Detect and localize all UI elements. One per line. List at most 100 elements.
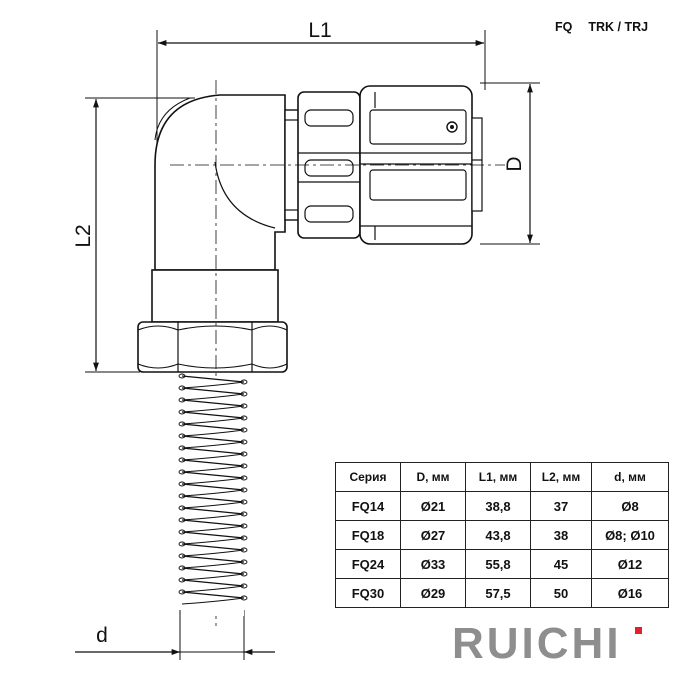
spring-coil-edge bbox=[240, 595, 248, 601]
spring-coil-edge bbox=[178, 469, 186, 475]
spring-coil-edge bbox=[178, 385, 186, 391]
spring-coil-back bbox=[181, 405, 245, 413]
logo-accent-mark bbox=[635, 627, 642, 634]
l1-label: L1 bbox=[308, 19, 331, 42]
spring-coil bbox=[181, 483, 245, 491]
column-header: L2, мм bbox=[530, 462, 592, 492]
table-row: FQ24 Ø33 55,8 45 Ø12 bbox=[335, 549, 669, 579]
spring-coil-edge bbox=[240, 487, 248, 493]
spring-coil-back bbox=[181, 417, 245, 425]
spring-coil bbox=[181, 435, 245, 443]
spring-coil-back bbox=[181, 501, 245, 509]
table-cell: 57,5 bbox=[465, 578, 531, 608]
series-variants: TRK / TRJ bbox=[588, 20, 649, 34]
spring-coil-edge bbox=[178, 397, 186, 403]
table-cell: FQ30 bbox=[335, 578, 401, 608]
table-row: FQ30 Ø29 57,5 50 Ø16 bbox=[335, 578, 669, 608]
spring-coil bbox=[181, 507, 245, 515]
spring-coil-edge bbox=[240, 379, 248, 385]
spring-coil-edge bbox=[240, 451, 248, 457]
spring-coil-edge bbox=[240, 439, 248, 445]
spring-coil-back bbox=[181, 585, 245, 593]
table-header-row: Серия D, мм L1, мм L2, мм d, мм bbox=[335, 462, 669, 492]
spring-coil-edge bbox=[240, 547, 248, 553]
elbow-outer-shade bbox=[154, 97, 191, 141]
table-cell: Ø27 bbox=[400, 520, 466, 550]
spring-coil bbox=[181, 543, 245, 551]
spring-coil bbox=[181, 411, 245, 419]
table-cell: Ø16 bbox=[591, 578, 669, 608]
logo-text: RUICHI bbox=[452, 619, 622, 668]
d-inner-label: d bbox=[96, 624, 108, 647]
table-cell: Ø8 bbox=[591, 491, 669, 521]
spring-coil-back bbox=[181, 381, 245, 389]
spring-coil-back bbox=[181, 549, 245, 557]
spring-coil-edge bbox=[240, 583, 248, 589]
table-cell: 50 bbox=[530, 578, 592, 608]
table-cell: FQ18 bbox=[335, 520, 401, 550]
spring-coil-edge bbox=[178, 457, 186, 463]
elbow-inner-curve bbox=[214, 161, 276, 229]
table-cell: Ø29 bbox=[400, 578, 466, 608]
spring-coil-edge bbox=[240, 511, 248, 517]
collar bbox=[151, 269, 279, 323]
spring-coil-back bbox=[181, 537, 245, 545]
spring-coil bbox=[181, 531, 245, 539]
spring-coil-edge bbox=[178, 445, 186, 451]
spring-coil-edge bbox=[240, 427, 248, 433]
spring-coil bbox=[181, 459, 245, 467]
corrugated-hose bbox=[178, 373, 248, 616]
l2-label: L2 bbox=[72, 224, 95, 247]
spring-coil-edge bbox=[178, 541, 186, 547]
table-cell: 43,8 bbox=[465, 520, 531, 550]
spring-coil-edge bbox=[240, 415, 248, 421]
spring-coil-back bbox=[181, 453, 245, 461]
spring-coil bbox=[181, 447, 245, 455]
spring-coil bbox=[181, 567, 245, 575]
table-cell: 45 bbox=[530, 549, 592, 579]
spring-coil bbox=[181, 375, 245, 383]
spring-coil-back bbox=[181, 573, 245, 581]
spring-coil-edge bbox=[240, 523, 248, 529]
spring-coil-back bbox=[181, 561, 245, 569]
column-header: L1, мм bbox=[465, 462, 531, 492]
spring-coil-back bbox=[181, 429, 245, 437]
series-code: FQ bbox=[555, 20, 573, 34]
spring-coil-edge bbox=[240, 475, 248, 481]
spring-coil-edge bbox=[240, 535, 248, 541]
table-cell: Ø21 bbox=[400, 491, 466, 521]
spring-coil-edge bbox=[240, 499, 248, 505]
spring-coil-back bbox=[181, 441, 245, 449]
d-outer-label: D bbox=[503, 156, 526, 171]
spring-coil-edge bbox=[240, 571, 248, 577]
spring-coil-edge bbox=[178, 577, 186, 583]
spring-coil-back bbox=[181, 489, 245, 497]
table-cell: FQ24 bbox=[335, 549, 401, 579]
table-row: FQ14 Ø21 38,8 37 Ø8 bbox=[335, 491, 669, 521]
table-cell: Ø12 bbox=[591, 549, 669, 579]
column-header: D, мм bbox=[400, 462, 466, 492]
spring-coil-edge bbox=[240, 403, 248, 409]
spring-coil-back bbox=[181, 393, 245, 401]
spring-coil bbox=[181, 591, 245, 599]
spring-coil bbox=[181, 423, 245, 431]
spring-coil-edge bbox=[240, 559, 248, 565]
series-header: FQ TRK / TRJ bbox=[555, 20, 648, 34]
spring-coil-edge bbox=[178, 529, 186, 535]
spring-coil-edge bbox=[240, 391, 248, 397]
indicator-dot-icon bbox=[446, 121, 458, 133]
spring-coil-back bbox=[181, 465, 245, 473]
spring-coil bbox=[181, 387, 245, 395]
spring-coil bbox=[181, 519, 245, 527]
spring-coil bbox=[181, 555, 245, 563]
table-cell: 38 bbox=[530, 520, 592, 550]
spring-coil bbox=[181, 579, 245, 587]
column-header: Серия bbox=[335, 462, 401, 492]
spring-coil bbox=[181, 495, 245, 503]
column-header: d, мм bbox=[591, 462, 669, 492]
hex-nut bbox=[137, 321, 288, 373]
brand-logo: RUICHI bbox=[452, 619, 642, 668]
spring-coil-edge bbox=[178, 409, 186, 415]
